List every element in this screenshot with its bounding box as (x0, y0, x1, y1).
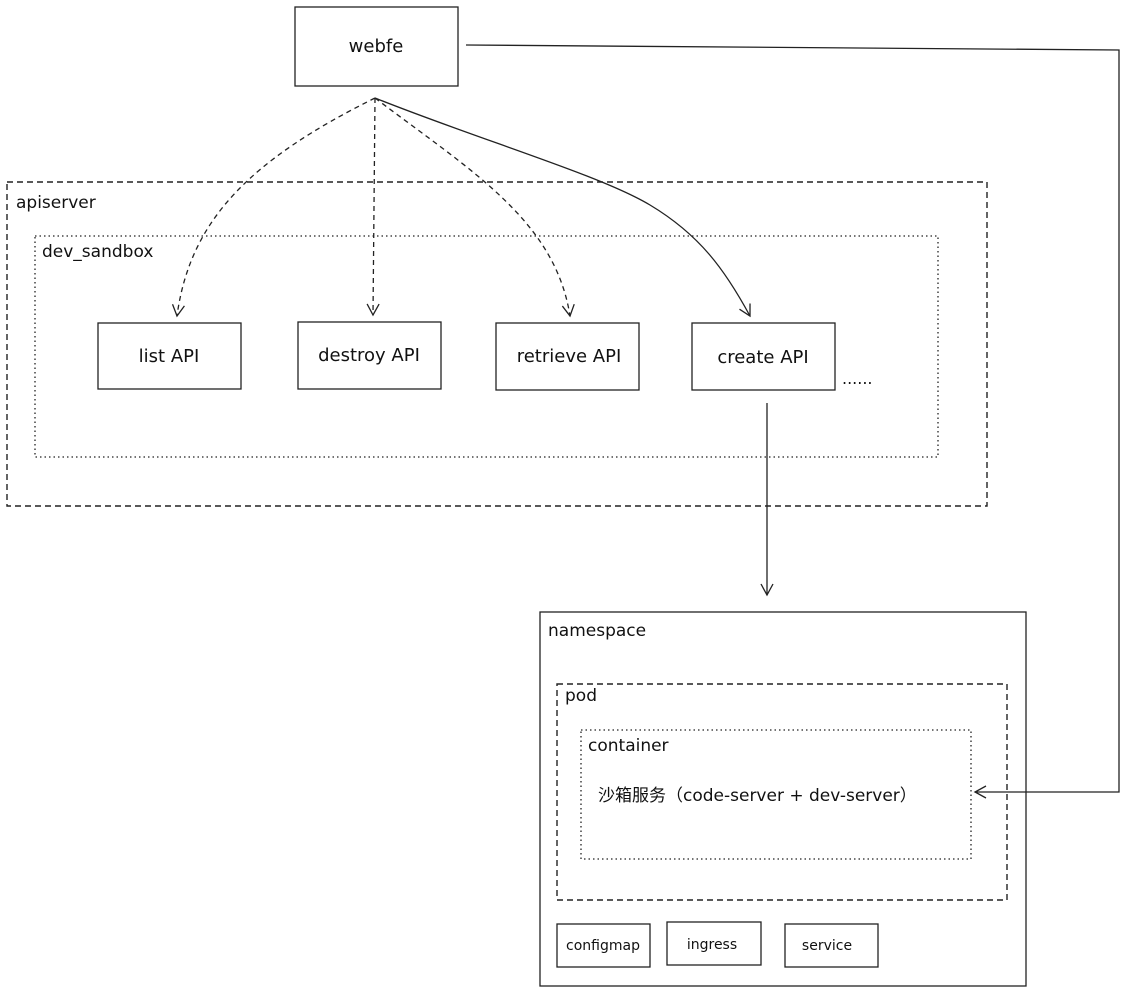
service-label: service (802, 938, 852, 954)
edge-webfe-retrieve-api (374, 97, 575, 318)
create-api-label: create API (717, 347, 808, 368)
ingress-node: ingress (666, 921, 762, 966)
apiserver-group: apiserver (6, 181, 988, 507)
create-api-node: create API (691, 322, 836, 391)
retrieve-api-label: retrieve API (517, 346, 622, 367)
edge-webfe-sandbox-service (465, 44, 1120, 799)
pod-group: pod (556, 683, 1008, 901)
sandbox-service-label: 沙箱服务（code-server + dev-server） (598, 786, 917, 806)
service-node: service (784, 923, 879, 968)
pod-label: pod (565, 686, 597, 706)
apiserver-label: apiserver (16, 193, 96, 213)
more-apis-ellipsis: ...... (842, 369, 873, 388)
namespace-group: namespace (539, 611, 1027, 987)
dev-sandbox-group: dev_sandbox (34, 235, 939, 458)
retrieve-api-node: retrieve API (495, 322, 640, 391)
container-group: container 沙箱服务（code-server + dev-server） (580, 729, 972, 860)
ingress-label: ingress (687, 937, 737, 953)
edge-webfe-list-api (171, 97, 376, 318)
list-api-label: list API (139, 346, 200, 367)
configmap-label: configmap (566, 938, 640, 954)
configmap-node: configmap (556, 923, 651, 968)
destroy-api-node: destroy API (297, 321, 442, 390)
list-api-node: list API (97, 322, 242, 390)
container-label: container (588, 736, 669, 756)
namespace-label: namespace (548, 621, 646, 641)
edge-webfe-destroy-api (366, 97, 380, 317)
webfe-label: webfe (349, 36, 404, 57)
edge-webfe-create-api (374, 97, 751, 318)
webfe-node: webfe (294, 6, 459, 87)
destroy-api-label: destroy API (318, 345, 420, 366)
dev-sandbox-label: dev_sandbox (42, 242, 153, 262)
